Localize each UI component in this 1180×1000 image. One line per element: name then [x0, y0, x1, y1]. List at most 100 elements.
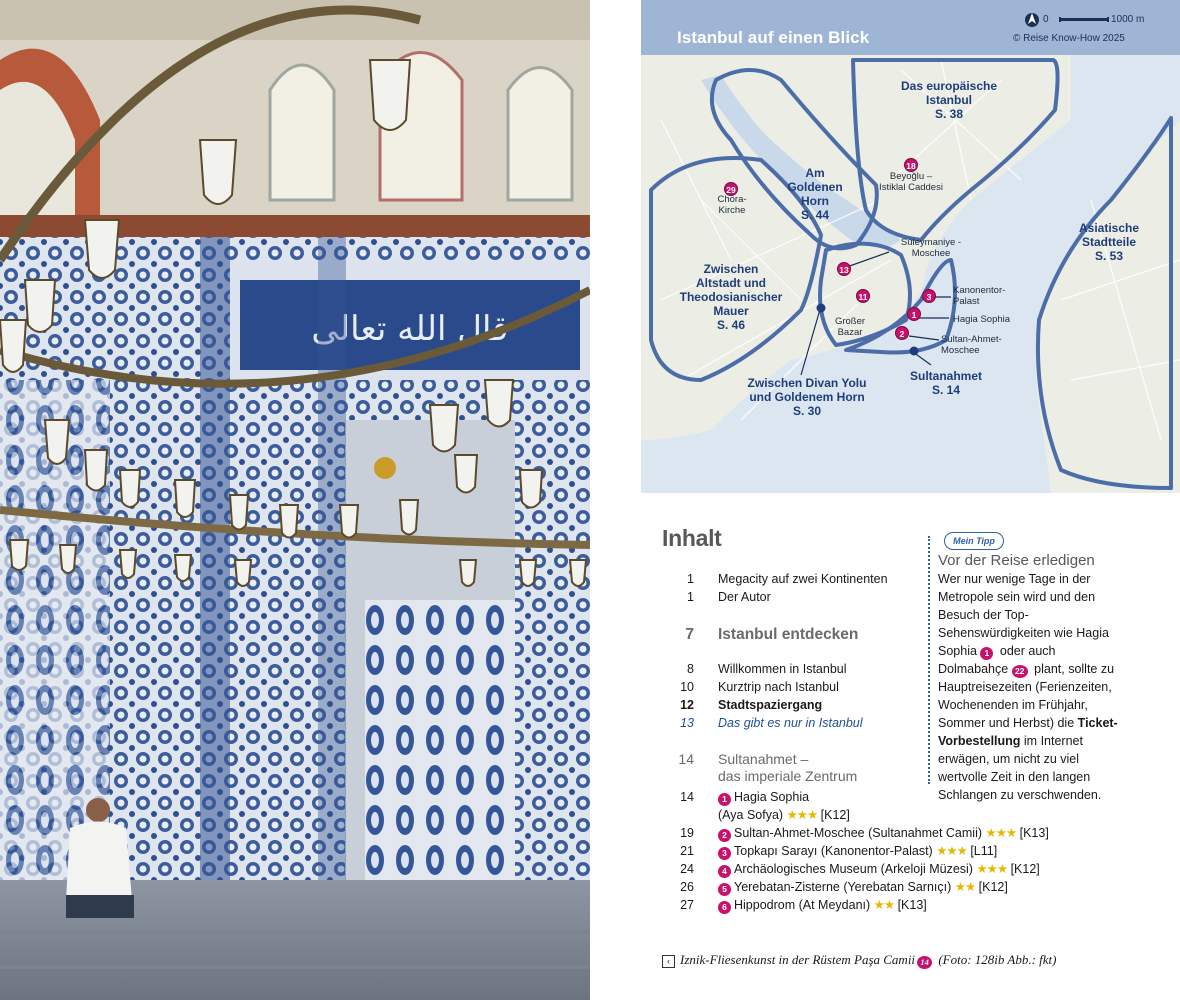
- scale-bar-distance: 1000 m: [1111, 14, 1145, 25]
- toc-page-number: 13: [680, 716, 694, 730]
- tip-text: im Internet erwägen, um nicht zu viel we…: [938, 734, 1102, 802]
- poi-label-line: Bazar: [837, 327, 863, 338]
- district-name-line: Am: [805, 166, 825, 180]
- poi-label-grand-bazaar: Großer Bazar: [835, 316, 865, 338]
- map-credit: © Reise Know-How 2025: [1013, 33, 1125, 44]
- district-page-ref: S. 53: [1094, 249, 1124, 263]
- poi-number-badge: 14: [917, 956, 933, 969]
- caption-credit: (Foto: 128ib Abb.: fkt): [938, 952, 1057, 967]
- toc-page-number: 19: [680, 826, 694, 840]
- toc-page-number: 27: [680, 898, 694, 912]
- poi-label-chora: Chora- Kirche: [717, 194, 746, 216]
- district-name-line: Asiatische: [1078, 221, 1140, 235]
- poi-label-line: Moschee: [941, 345, 980, 356]
- poi-label-line: Süleymaniye -: [900, 237, 962, 248]
- tip-emphasis: Ticket-Vorbestellung: [938, 716, 1118, 748]
- toc-entry-title: Istanbul entdecken: [718, 626, 859, 643]
- district-label-golden-horn: Am Goldenen Horn S. 44: [787, 166, 842, 222]
- district-page-ref: S. 30: [792, 404, 822, 418]
- district-page-ref: S. 38: [934, 107, 964, 121]
- poi-label-line: Sultan-Ahmet-: [941, 334, 1002, 345]
- district-page-ref: S. 46: [716, 318, 746, 332]
- tip-body: Wer nur wenige Tage in der Metropole sei…: [938, 570, 1120, 804]
- tip-text: oder auch Dolmabahçe: [938, 644, 1056, 676]
- poi-marker[interactable]: 1: [907, 307, 921, 321]
- scale-bar-zero: 0: [1043, 14, 1049, 25]
- map-grid-ref: [K13]: [1019, 826, 1049, 840]
- toc-page-number: 10: [680, 680, 694, 694]
- sight-name: Sultan-Ahmet-Moschee (Sultanahmet Camii): [734, 826, 983, 840]
- toc-heading: Inhalt: [662, 525, 722, 551]
- poi-marker[interactable]: 13: [837, 262, 851, 276]
- toc-page-number: 24: [680, 862, 694, 876]
- poi-label-topkapi: Kanonentor- Palast: [953, 285, 1005, 307]
- rating-stars: ★★: [873, 898, 895, 912]
- sight-local-name: (Aya Sofya): [718, 808, 784, 822]
- district-label-european-istanbul: Das europäische Istanbul S. 38: [901, 79, 997, 121]
- toc-page-number: 14: [678, 751, 694, 767]
- sight-name: Hagia Sophia: [734, 790, 810, 804]
- rating-stars: ★★★: [786, 808, 819, 822]
- toc-page-number: 12: [680, 698, 694, 712]
- window: [268, 51, 574, 202]
- map-grid-ref: [K12]: [820, 808, 850, 822]
- district-name-line: Theodosianischer: [679, 290, 783, 304]
- poi-marker[interactable]: 2: [895, 326, 909, 340]
- district-name-line: Das europäische: [900, 79, 998, 93]
- poi-marker[interactable]: 18: [904, 158, 918, 172]
- toc-entry-subtitle: das imperiale Zentrum: [718, 768, 858, 784]
- mosque-interior-photo: قال الله تعالى: [0, 0, 590, 1000]
- toc-page-number: 7: [685, 626, 694, 643]
- map-grid-ref: [K13]: [897, 898, 927, 912]
- poi-number-badge: 22: [1011, 665, 1028, 678]
- toc-page-number: 21: [680, 844, 694, 858]
- toc-entry-title: Willkommen in Istanbul: [718, 662, 847, 676]
- map-grid-ref: [K12]: [1010, 862, 1040, 876]
- map-grid-ref: [K12]: [978, 880, 1008, 894]
- toc-page-number: 1: [687, 590, 694, 604]
- poi-label-line: Beyoğlu –: [889, 171, 933, 182]
- sight-name: Yerebatan-Zisterne (Yerebatan Sarnıçı): [734, 880, 952, 894]
- district-name-line: Altstadt und: [695, 276, 766, 290]
- poi-number-badge: 6: [718, 901, 731, 914]
- poi-number-badge: 4: [718, 865, 731, 878]
- toc-entry-title: Der Autor: [718, 590, 771, 604]
- caption-text: Iznik-Fliesenkunst in der Rüstem Paşa Ca…: [680, 952, 916, 967]
- map-grid-ref: [L11]: [970, 844, 998, 858]
- tip-text: plant, sollte zu Hauptreisezeiten (Ferie…: [938, 662, 1115, 730]
- district-label-theodosian-wall: Zwischen Altstadt und Theodosianischer M…: [680, 262, 783, 332]
- tip-text: Wer nur wenige Tage in der Metropole sei…: [938, 572, 1109, 658]
- poi-marker[interactable]: 3: [922, 289, 936, 303]
- poi-label-line: Istiklal Caddesi: [879, 182, 943, 193]
- sight-name: Topkapı Sarayı (Kanonentor-Palast): [734, 844, 933, 858]
- poi-label-line: Chora-: [717, 194, 747, 205]
- district-label-divan-yolu: Zwischen Divan Yolu und Goldenem Horn S.…: [748, 376, 867, 418]
- poi-marker[interactable]: 29: [724, 182, 738, 196]
- rating-stars: ★★★: [985, 826, 1018, 840]
- poi-label-blue-mosque: Sultan-Ahmet- Moschee: [941, 334, 1002, 356]
- tip-divider: [928, 536, 930, 784]
- toc-entry-title: Megacity auf zwei Kontinenten: [718, 572, 888, 586]
- poi-label-line: Kanonentor-: [953, 285, 1006, 296]
- poi-label-beyoglu: Beyoğlu – Istiklal Caddesi: [879, 171, 943, 193]
- sight-name: Archäologisches Museum (Arkeloji Müzesi): [734, 862, 973, 876]
- district-page-ref: S. 44: [800, 208, 830, 222]
- praying-person: [66, 798, 134, 918]
- rating-stars: ★★★: [936, 844, 968, 858]
- toc-page-number: 1: [687, 572, 694, 586]
- district-name-line: Goldenen: [787, 180, 843, 194]
- poi-number-badge: 1: [718, 793, 731, 806]
- district-name-line: Mauer: [713, 304, 749, 318]
- poi-marker[interactable]: 11: [856, 289, 870, 303]
- poi-number-badge: 5: [718, 883, 731, 896]
- photo-illustration: قال الله تعالى: [0, 0, 590, 1000]
- rating-stars: ★★: [954, 880, 976, 894]
- poi-label-sueleymaniye: Süleymaniye - Moschee: [901, 237, 961, 259]
- poi-label-line: Großer: [834, 316, 866, 327]
- toc-entry-title: Das gibt es nur in Istanbul: [718, 716, 863, 730]
